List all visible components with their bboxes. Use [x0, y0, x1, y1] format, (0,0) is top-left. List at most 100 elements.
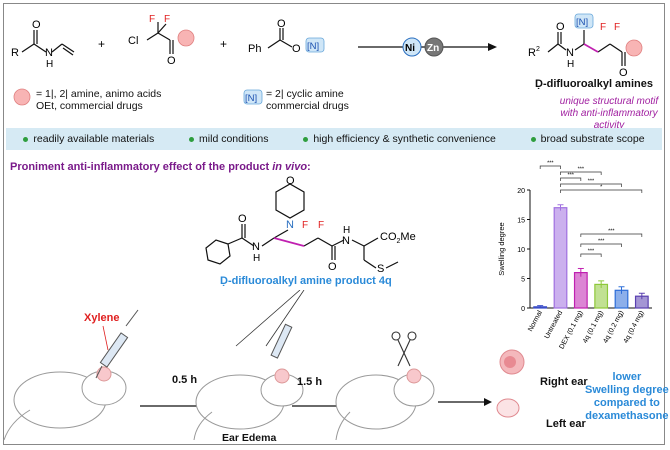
feature-item: high efficiency & synthetic convenience	[303, 133, 496, 145]
feature-item: mild conditions	[189, 133, 269, 145]
y-tick-label: 5	[521, 277, 525, 284]
reaction-scheme: R O N H + Cl F F O + Ph O O [N] Ni Zn	[11, 13, 643, 106]
features-banner: readily available materials mild conditi…	[6, 128, 662, 150]
effect-title-main: Proniment anti-inflammatory effect of th…	[10, 161, 270, 173]
significance-bracket	[560, 177, 582, 181]
chlorine-label: Cl	[128, 35, 138, 47]
product-n-box-label: [N]	[576, 17, 588, 28]
zinc-label: Zn	[427, 43, 439, 54]
significance-label: ***	[578, 167, 585, 173]
feature-label: mild conditions	[199, 133, 269, 145]
right-ear-inner-icon	[504, 356, 516, 368]
compound-highlight-bond	[273, 237, 305, 247]
nickel-label: Ni	[405, 43, 415, 54]
amide-nitrogen-2: N	[342, 235, 350, 247]
feature-label: broad substrate scope	[540, 133, 645, 145]
significance-bracket	[560, 183, 622, 187]
effect-title-end: :	[307, 161, 311, 173]
conclusion-line-3: compared to	[593, 397, 660, 409]
benzoyl-hydroxylamine-structure	[267, 28, 293, 49]
nh-hydrogen-label: H	[46, 59, 53, 70]
y-axis-label: Swelling degree	[497, 222, 506, 275]
product-ketone-oxygen: O	[619, 67, 628, 79]
compound-4q-name: Ḍ-difluoroalkyl amine product 4q	[220, 275, 392, 287]
chart-bars	[533, 204, 649, 309]
significance-label: ***	[547, 161, 554, 167]
time-label-2: 1.5 h	[297, 376, 323, 388]
plus-sign-1: +	[98, 37, 105, 51]
in-vivo-experiment-illustration	[3, 290, 525, 441]
ketone-oxygen-label: O	[167, 55, 176, 67]
morpholine-nitrogen: N	[286, 219, 294, 231]
legend-n-box-label: [N]	[245, 93, 257, 104]
fluorine-label-2: F	[164, 14, 170, 25]
chart-significance-brackets: **********************	[539, 161, 643, 257]
legend-n-line-1: = 2| cyclic amine	[266, 88, 344, 100]
bar	[553, 207, 568, 309]
bar	[573, 271, 588, 309]
product-nh-hydrogen: H	[567, 59, 574, 70]
legend-n-line-2: commercial drugs	[266, 100, 349, 112]
feature-bullet-icon	[303, 136, 309, 142]
mouse-3	[335, 368, 435, 441]
difluoroalkyl-amine-product-structure	[547, 30, 626, 66]
significance-bracket	[580, 243, 622, 247]
motif-line-1: unique structural motif	[559, 96, 659, 107]
nitrogen-label: N	[45, 47, 53, 59]
syringe-1-icon	[95, 309, 139, 379]
pointer-line-right	[265, 290, 305, 347]
significance-label: *	[600, 185, 603, 191]
product-nitrogen-label: N	[566, 47, 574, 59]
syringe-2-icon	[270, 323, 293, 359]
significance-label: ***	[567, 173, 574, 179]
pointer-line-left	[235, 290, 301, 347]
reaction-arrowhead	[488, 43, 497, 51]
legend-pink-line-1: = 1|, 2| amine, animo acids	[36, 88, 162, 100]
significance-label: ***	[588, 249, 595, 255]
amine-n-box-label: [N]	[307, 41, 319, 52]
nickel-catalyst-badge	[402, 37, 422, 57]
morpholine-ring	[275, 183, 305, 219]
mouse-1	[3, 366, 127, 441]
ear-edema-label: Ear Edema	[222, 432, 277, 444]
figure-frame	[3, 3, 665, 445]
x-tick-label: 4q (0.4 mg)	[623, 310, 646, 345]
compound-fluorine-1: F	[302, 220, 308, 231]
conclusion-note: lower Swelling degree compared to dexame…	[585, 371, 669, 423]
legend-n-box	[243, 89, 263, 105]
product-r2-label: R2	[528, 46, 540, 59]
effect-section-title: Proniment anti-inflammatory effect of th…	[10, 161, 311, 173]
scissors-icon	[391, 331, 417, 367]
left-ear-icon	[496, 398, 520, 418]
feature-item: readily available materials	[23, 133, 154, 145]
y-tick-label: 10	[517, 247, 525, 254]
y-tick-label: 20	[517, 188, 525, 195]
swelling-degree-bar-chart: ********************** 05101520Swelling …	[497, 161, 652, 350]
significance-bracket	[539, 165, 561, 169]
conclusion-line-1: lower	[612, 371, 642, 383]
significance-bracket	[560, 171, 602, 175]
feature-label: high efficiency & synthetic convenience	[313, 133, 496, 145]
product-class-name: Ḍ-difluoroalkyl amines	[535, 78, 653, 90]
product-fluorine-1: F	[600, 22, 606, 33]
y-tick-label: 0	[521, 306, 525, 313]
ester-group-label: CO2Me	[380, 231, 416, 245]
product-n-box	[574, 13, 594, 29]
amide-oxygen-2: O	[328, 261, 337, 273]
feature-bullet-icon	[530, 136, 536, 142]
time-label-1: 0.5 h	[172, 374, 198, 386]
x-tick-label: Untreated	[544, 310, 565, 341]
r-label: R	[11, 47, 19, 59]
result-arrowhead	[484, 398, 492, 406]
product-motif-note: unique structural motif with anti-inflam…	[548, 96, 670, 132]
product-highlight-bond	[583, 43, 599, 53]
compound-backbone	[205, 224, 399, 269]
conclusion-line-2: Swelling degree	[585, 384, 669, 396]
significance-label: ***	[588, 179, 595, 185]
plus-sign-2: +	[220, 37, 227, 51]
significance-label: ***	[608, 229, 615, 235]
amide-hydrogen-1: H	[253, 253, 260, 264]
sulfur-label: S	[377, 263, 384, 275]
x-tick-label: 4q (0.1 mg)	[582, 310, 605, 345]
zinc-reductant-badge	[424, 37, 444, 57]
